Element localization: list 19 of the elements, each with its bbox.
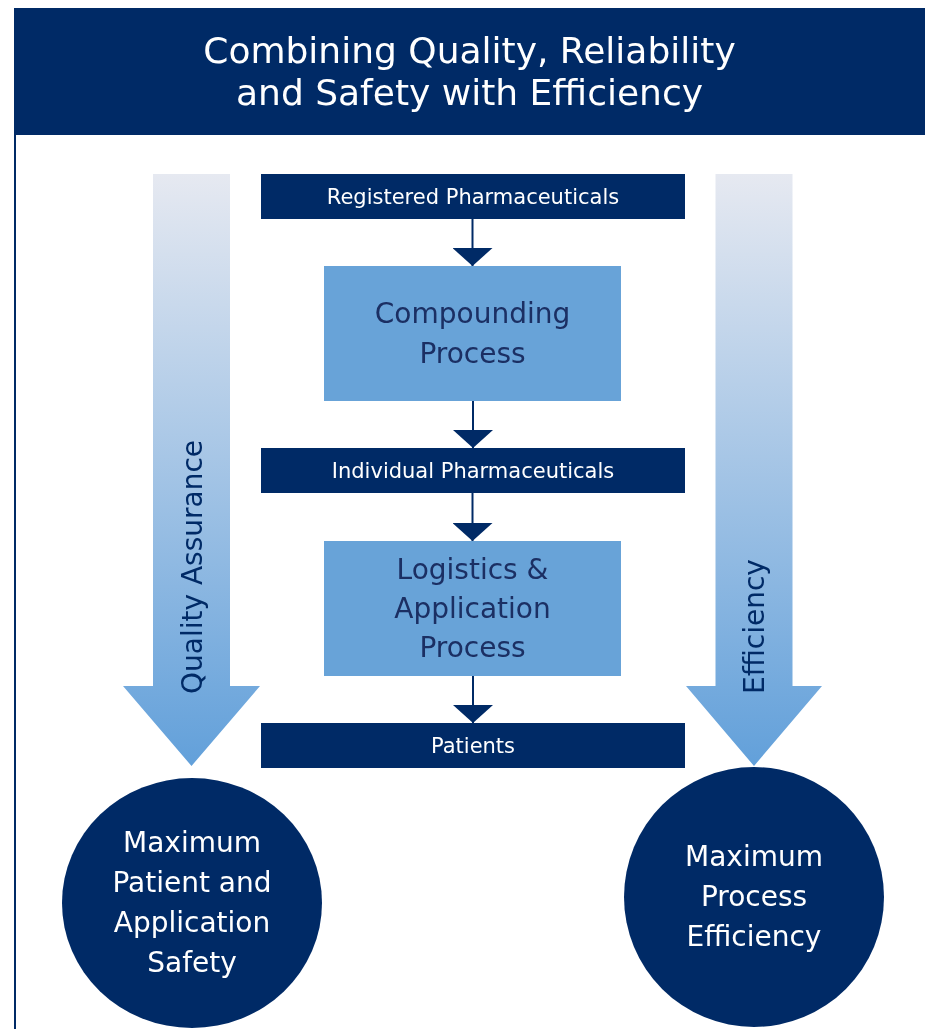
arrow bbox=[452, 492, 493, 542]
process-box bbox=[324, 541, 621, 676]
arrow-label: Efficiency bbox=[737, 559, 771, 694]
bar-label: Individual Pharmaceuticals bbox=[331, 458, 615, 483]
arrow bbox=[453, 675, 493, 724]
process-label: Compounding Process bbox=[373, 296, 572, 372]
bar-label: Registered Pharmaceuticals bbox=[326, 184, 620, 209]
label-bar bbox=[261, 174, 685, 219]
arrow bbox=[453, 400, 493, 449]
label-bar bbox=[261, 448, 685, 493]
circle-label: Maximum Patient and Application Safety bbox=[111, 824, 273, 982]
circle-label: Maximum Process Efficiency bbox=[684, 838, 824, 955]
arrow-label: Quality Assurance bbox=[175, 439, 208, 694]
process-label: Logistics & Application Process bbox=[393, 551, 552, 667]
label-bar bbox=[261, 723, 685, 768]
arrow bbox=[452, 218, 493, 267]
title: Combining Quality, Reliability and Safety with Efficiency bbox=[202, 30, 737, 113]
bar-label: Patients bbox=[430, 733, 516, 758]
process-box bbox=[324, 266, 621, 401]
